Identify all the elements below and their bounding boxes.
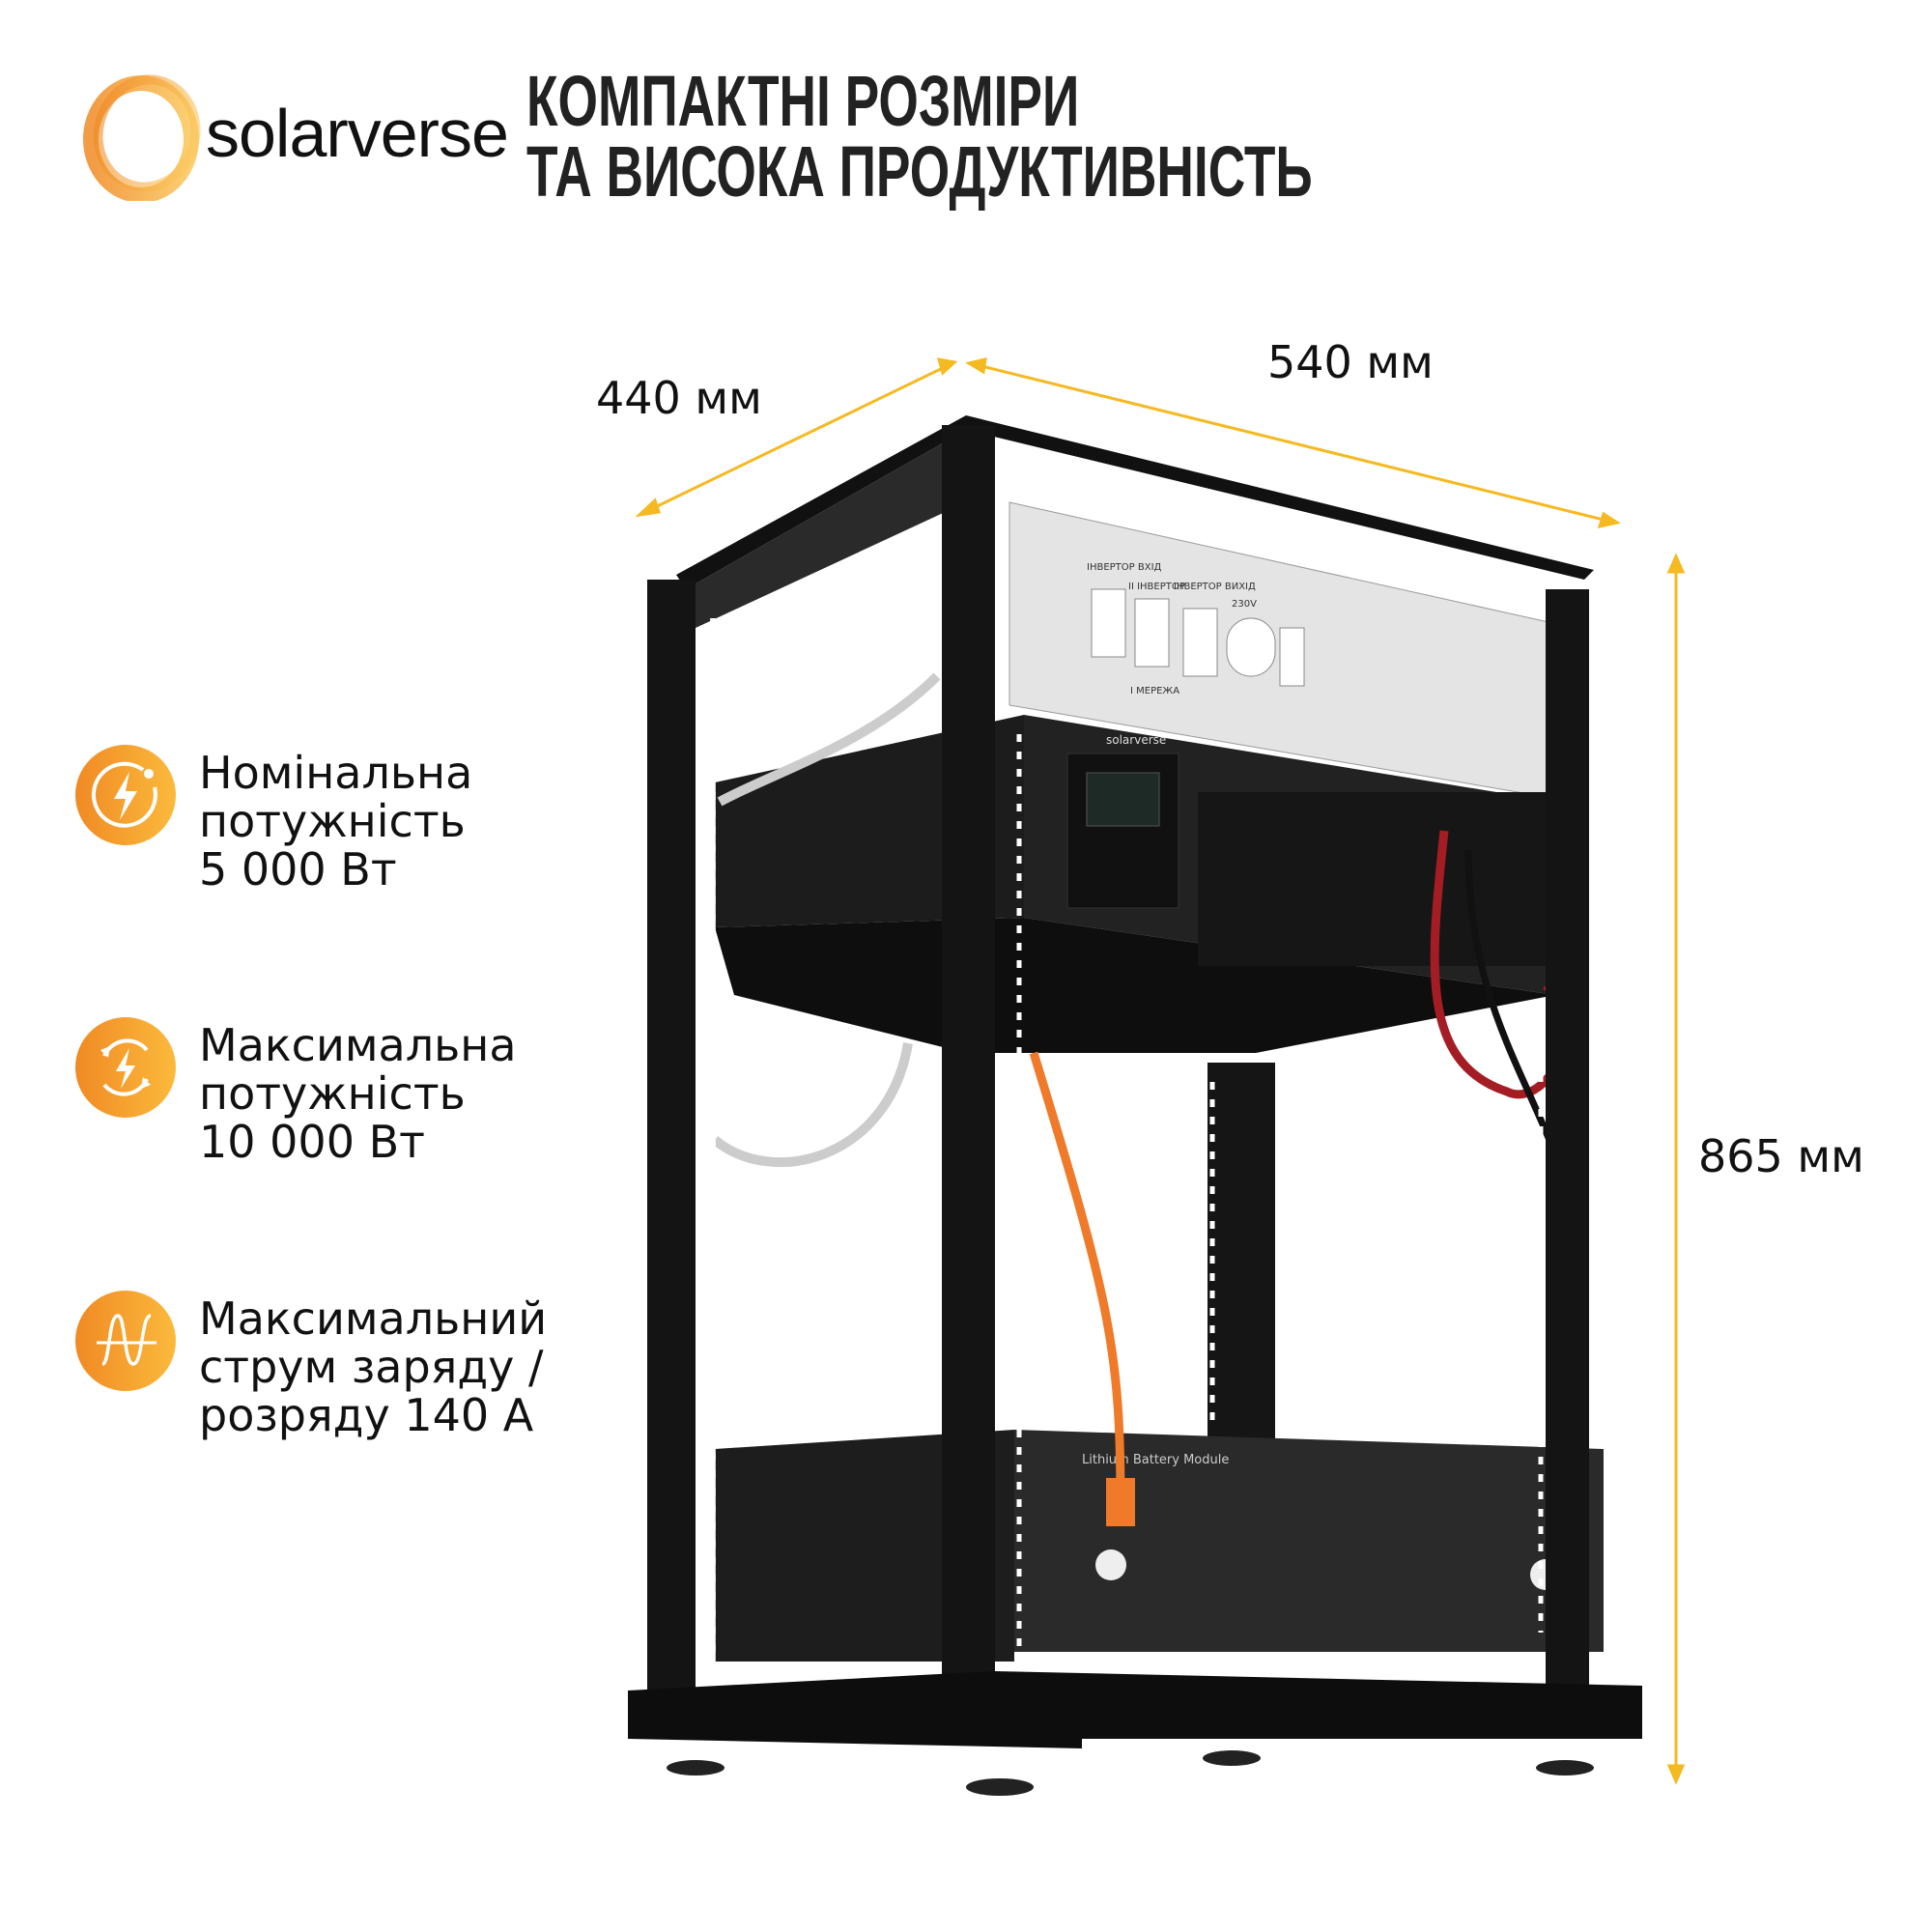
width-arrow <box>973 362 1612 524</box>
lightning-cycle-icon <box>75 1017 176 1118</box>
brand-name: solarverse <box>206 96 509 171</box>
inverter-brand-label: solarverse <box>1106 733 1166 747</box>
feature-max-power: Максимальна потужність 10 000 Вт <box>75 1017 517 1168</box>
panel-label: ІНВЕРТОР ВХІД <box>1087 562 1162 573</box>
width-label: 540 мм <box>1267 336 1434 388</box>
panel-label: ІІ ІНВЕРТОР <box>1128 582 1185 592</box>
feature-value: розряду 140 А <box>199 1389 534 1441</box>
feature-line: Максимальна <box>199 1019 517 1071</box>
title-line-1: КОМПАКТНІ РОЗМІРИ <box>526 61 1080 141</box>
lightning-circle-icon <box>75 745 176 845</box>
feature-rated-power: Номінальна потужність 5 000 Вт <box>75 745 473 895</box>
sine-wave-icon <box>75 1291 176 1391</box>
feature-value: 10 000 Вт <box>199 1116 425 1168</box>
feature-max-current: Максимальний струм заряду / розряду 140 … <box>75 1291 548 1441</box>
panel-label: І МЕРЕЖА <box>1130 686 1179 696</box>
depth-arrow <box>644 363 950 514</box>
feature-value: 5 000 Вт <box>199 843 397 895</box>
feature-line: потужність <box>199 795 466 847</box>
depth-label: 440 мм <box>596 372 762 424</box>
feature-line: струм заряду / <box>199 1341 544 1393</box>
panel-label: 230V <box>1232 599 1257 610</box>
height-label: 865 мм <box>1698 1130 1864 1182</box>
panel-label: ІНВЕРТОР ВИХІД <box>1174 582 1256 592</box>
feature-line: Максимальний <box>199 1293 548 1345</box>
battery-label: Lithium Battery Module <box>1082 1453 1229 1467</box>
dimension-arrows <box>635 357 1686 1785</box>
feature-line: Номінальна <box>199 747 473 799</box>
page-title: КОМПАКТНІ РОЗМІРИ ТА ВИСОКА ПРОДУКТИВНІС… <box>526 61 1313 212</box>
solarverse-logo-icon <box>83 74 201 201</box>
feature-line: потужність <box>199 1067 466 1120</box>
title-line-2: ТА ВИСОКА ПРОДУКТИВНІСТЬ <box>526 131 1313 212</box>
